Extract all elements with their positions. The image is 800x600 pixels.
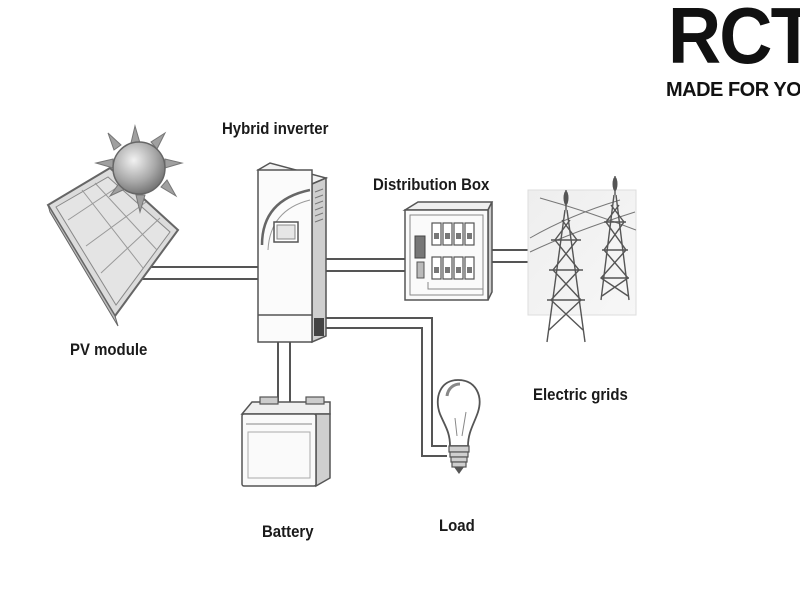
label-load: Load bbox=[439, 516, 475, 535]
brand-logo: RCT bbox=[668, 0, 800, 80]
label-distribution-box: Distribution Box bbox=[373, 175, 490, 194]
inverter-to-distribution-line bbox=[326, 258, 405, 272]
inverter-to-battery-line bbox=[277, 342, 291, 402]
pv-module-icon bbox=[46, 166, 180, 327]
brand-tagline: MADE FOR YOU bbox=[666, 79, 800, 101]
label-hybrid-inverter: Hybrid inverter bbox=[222, 119, 329, 138]
transmission-tower-left bbox=[546, 190, 586, 343]
connection-lines bbox=[140, 249, 528, 457]
battery-icon bbox=[240, 396, 331, 488]
transmission-tower-right bbox=[599, 176, 630, 301]
distribution-to-grid-line bbox=[488, 249, 528, 263]
pv-to-inverter-line bbox=[140, 266, 258, 280]
label-electric-grids: Electric grids bbox=[533, 385, 628, 404]
distribution-box-icon bbox=[402, 201, 494, 301]
sun-icon bbox=[94, 124, 184, 214]
light-bulb-icon bbox=[436, 379, 481, 474]
label-battery: Battery bbox=[262, 522, 314, 541]
label-pv-module: PV module bbox=[70, 340, 148, 359]
electric-grids-icon bbox=[527, 176, 637, 343]
inverter-to-load-line bbox=[326, 317, 447, 457]
hybrid-inverter-icon bbox=[256, 162, 329, 344]
